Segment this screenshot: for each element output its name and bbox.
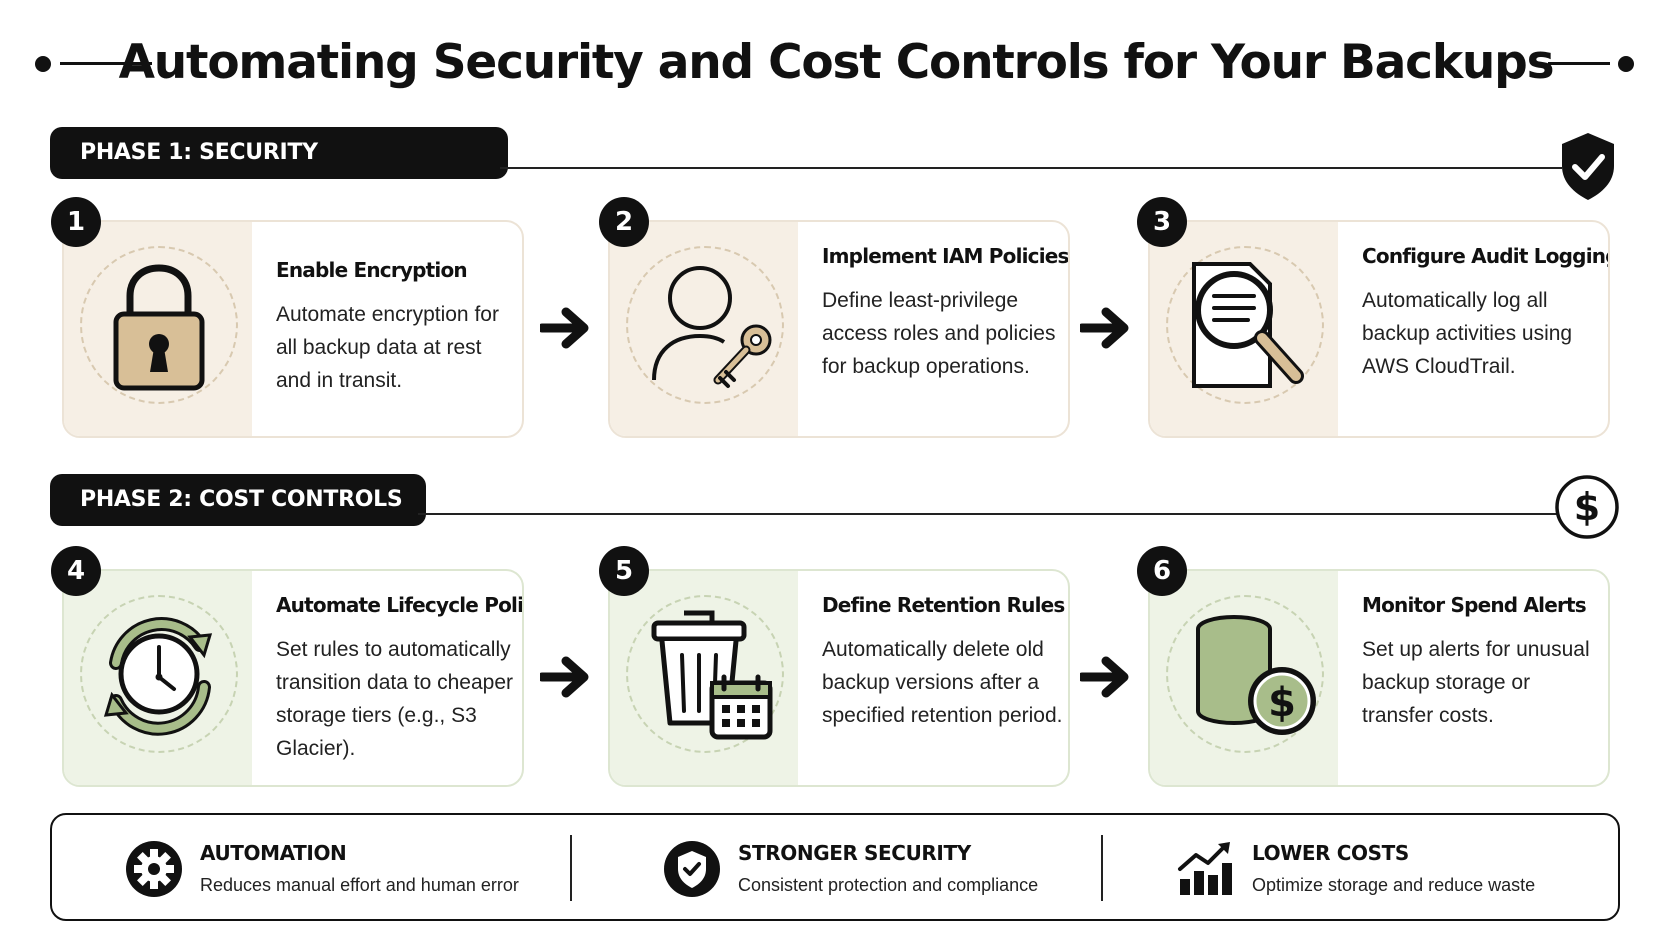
title-right-dot [1618, 56, 1634, 72]
title-left-rule [60, 62, 152, 65]
step-number-badge: 4 [51, 546, 101, 596]
page-title: Automating Security and Cost Controls fo… [118, 35, 1555, 90]
phase-2-label: PHASE 2: COST CONTROLS [50, 474, 426, 526]
step-number-badge: 3 [1137, 197, 1187, 247]
document-magnifier-icon [1172, 252, 1318, 398]
coins-dollar-icon: $ [1172, 601, 1318, 747]
step-title: Configure Audit Logging [1362, 244, 1610, 268]
title-row: Automating Security and Cost Controls fo… [0, 28, 1672, 98]
arrow-right-icon [537, 655, 594, 699]
step-number-badge: 1 [51, 197, 101, 247]
benefit-title: AUTOMATION [200, 841, 347, 865]
benefit-description: Consistent protection and compliance [738, 875, 1039, 895]
arrow-right-icon [1077, 655, 1134, 699]
benefit-title: LOWER COSTS [1252, 841, 1409, 865]
svg-text:$: $ [1574, 485, 1600, 529]
gear-icon [124, 839, 184, 899]
dollar-circle-icon: $ [1554, 474, 1620, 540]
step-description: Automate encryption for all backup data … [276, 303, 499, 392]
shield-check-icon [662, 839, 722, 899]
user-key-icon [632, 252, 778, 398]
phase-1-rule [500, 167, 1562, 169]
benefit-title: STRONGER SECURITY [738, 841, 971, 865]
step-title: Define Retention Rules [822, 593, 1065, 617]
step-description: Automatically delete old backup versions… [822, 638, 1063, 727]
step-card-1: Enable Encryption Automate encryption fo… [62, 220, 524, 438]
icon-ring [1166, 595, 1324, 753]
benefit-security: STRONGER SECURITY Consistent protection … [662, 815, 1082, 919]
icon-ring [626, 246, 784, 404]
benefits-divider [570, 835, 572, 901]
benefit-automation: AUTOMATION Reduces manual effort and hum… [124, 815, 584, 919]
step-number-badge: 5 [599, 546, 649, 596]
step-number-badge: 6 [1137, 546, 1187, 596]
step-title: Automate Lifecycle Policies [276, 593, 524, 617]
benefits-divider [1101, 835, 1103, 901]
padlock-icon [86, 252, 232, 398]
arrow-right-icon [537, 306, 594, 350]
step-title: Implement IAM Policies [822, 244, 1069, 268]
clock-cycle-icon [86, 601, 232, 747]
step-card-4: Automate Lifecycle Policies Set rules to… [62, 569, 524, 787]
step-card-6: $ Monitor Spend Alerts Set up alerts for… [1148, 569, 1610, 787]
step-card-5: Define Retention Rules Automatically del… [608, 569, 1070, 787]
svg-text:$: $ [1268, 680, 1296, 726]
step-card-2: Implement IAM Policies Define least-priv… [608, 220, 1070, 438]
title-right-rule [1548, 62, 1610, 65]
icon-ring [626, 595, 784, 753]
step-description: Set up alerts for unusual backup storage… [1362, 638, 1590, 727]
arrow-right-icon [1077, 306, 1134, 350]
step-card-3: Configure Audit Logging Automatically lo… [1148, 220, 1610, 438]
icon-ring [1166, 246, 1324, 404]
icon-ring [80, 246, 238, 404]
phase-2-rule [418, 513, 1558, 515]
shield-check-icon [1558, 130, 1618, 202]
step-description: Automatically log all backup activities … [1362, 289, 1573, 378]
step-description: Set rules to automatically transition da… [276, 638, 513, 760]
phase-1-label: PHASE 1: SECURITY FUNDAMENTALS [50, 127, 508, 217]
trash-calendar-icon [632, 601, 778, 747]
benefit-description: Optimize storage and reduce waste [1252, 875, 1536, 895]
benefit-description: Reduces manual effort and human error [200, 875, 519, 895]
step-number-badge: 2 [599, 197, 649, 247]
step-title: Monitor Spend Alerts [1362, 593, 1587, 617]
benefit-costs: LOWER COSTS Optimize storage and reduce … [1176, 815, 1596, 919]
step-description: Define least-privilege access roles and … [822, 289, 1056, 378]
icon-ring [80, 595, 238, 753]
title-left-dot [35, 56, 51, 72]
step-title: Enable Encryption [276, 258, 468, 282]
benefits-bar: AUTOMATION Reduces manual effort and hum… [50, 813, 1620, 921]
chart-up-icon [1176, 839, 1236, 899]
